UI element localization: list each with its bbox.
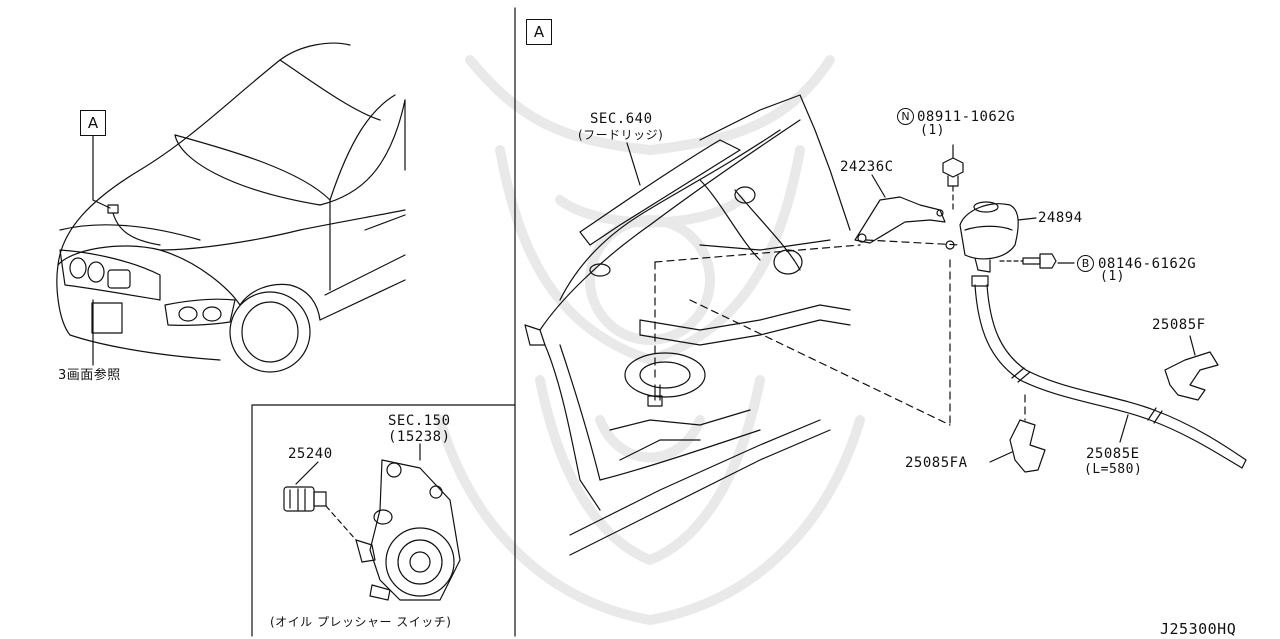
inset-frame: [251, 404, 516, 637]
see-reference-label: 3画面参照: [58, 368, 121, 383]
part-number-24894: 24894: [1038, 210, 1083, 226]
car-outline: [56, 42, 406, 373]
part-number-25085e: 25085E: [1086, 446, 1140, 462]
view-a-marker: A: [80, 110, 106, 136]
nut-quantity: (1): [920, 123, 945, 138]
hood-ledge-section-ref: SEC.640: [590, 111, 653, 127]
detail-a-marker: A: [526, 19, 552, 45]
bolt-08146-6162g: [999, 253, 1075, 269]
oil-pressure-switch-assembly: [283, 443, 461, 601]
hood-ledge-section-name: (フードリッジ): [578, 128, 664, 142]
part-number-08911-1062g: 08911-1062G: [917, 109, 1016, 125]
bolt-symbol-b: B: [1077, 255, 1094, 272]
clip-25085f: [1164, 335, 1219, 401]
inset-section-part: (15238): [388, 429, 451, 445]
bracket-24236c: [854, 174, 946, 244]
clip-25085fa: [989, 419, 1046, 473]
part-number-25085fa: 25085FA: [905, 455, 968, 471]
harness-25085e: [971, 275, 1247, 469]
bolt-quantity: (1): [1100, 269, 1125, 284]
hood-ledge-structure: [524, 94, 851, 556]
part-number-24236c: 24236C: [840, 159, 894, 175]
part-number-25240: 25240: [288, 446, 333, 462]
diagram-code: J25300HQ: [1160, 620, 1237, 638]
harness-length: (L=580): [1084, 462, 1143, 477]
part-number-08146-6162g: 08146-6162G: [1098, 256, 1197, 272]
inset-caption: (オイル プレッシャー スイッチ): [270, 615, 452, 629]
nut-08911-1062g: [942, 144, 964, 211]
part-number-25085f: 25085F: [1152, 317, 1206, 333]
assembly-lines: [654, 239, 1026, 426]
inset-section-ref: SEC.150: [388, 413, 451, 429]
nut-symbol-n: N: [897, 108, 914, 125]
